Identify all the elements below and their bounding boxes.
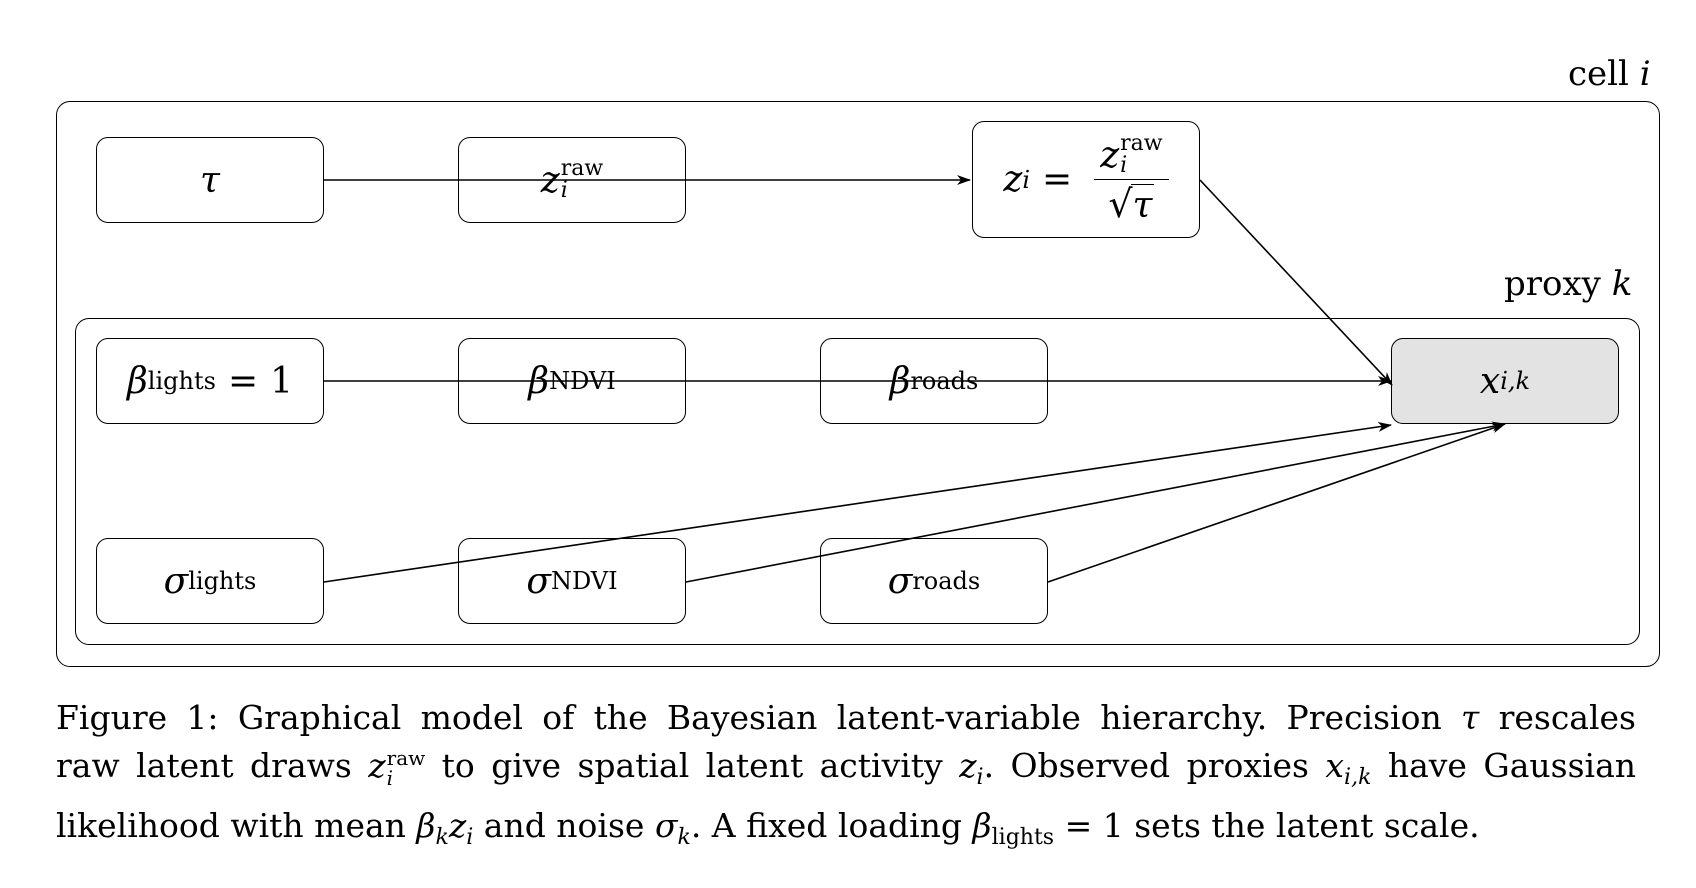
edges-layer <box>323 175 1506 583</box>
figure-caption: Figure 1: Graphical model of the Bayesia… <box>56 694 1636 862</box>
edge-sigma-lights-to-x <box>323 421 1392 583</box>
edge-z-to-x <box>1199 179 1393 386</box>
edge-sigma-ndvi-to-x <box>685 421 1506 583</box>
caption-line-1: Figure 1: Graphical model of the Bayesia… <box>56 698 1636 737</box>
plate-proxy-label: proxy k <box>1504 264 1633 304</box>
plate-cell-label: cell i <box>1568 54 1651 94</box>
plate-cell <box>56 101 1660 667</box>
plate-proxy <box>75 318 1640 645</box>
edge-sigma-roads-to-x <box>1047 423 1506 583</box>
node-tau: τ <box>96 137 324 223</box>
caption-line-3: likelihood with mean βkzi and noise σk. … <box>56 806 1480 850</box>
